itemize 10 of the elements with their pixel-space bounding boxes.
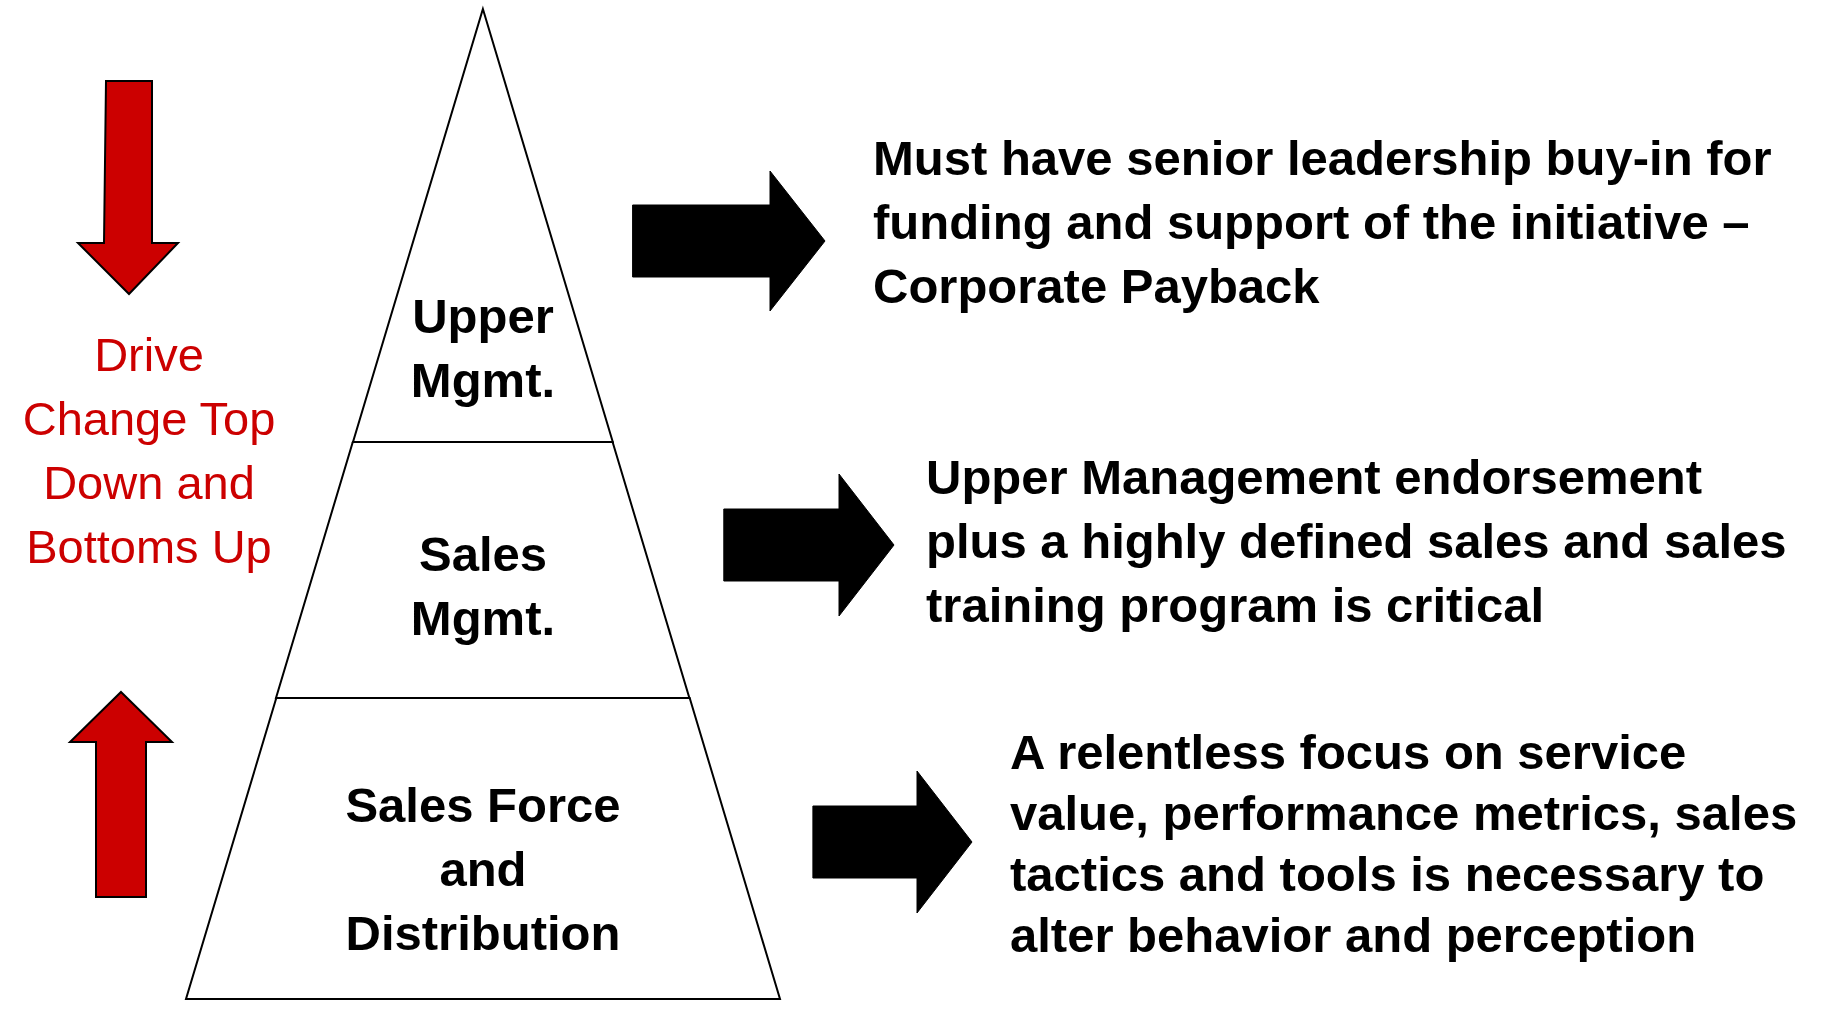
description-text: Upper Management endorsement plus a highly defined sales and sales training program is critical — [926, 450, 1787, 632]
block-arrow — [723, 473, 895, 617]
tier-label: Sales Force and Distribution — [344, 777, 622, 962]
block-arrow — [812, 770, 973, 914]
side-label: Drive Change Top Down and Bottoms Up — [21, 327, 277, 575]
tier-label: Sales Mgmt. — [409, 526, 557, 647]
description-text: Must have senior leadership buy-in for funding and support of the initiative – Corporate Payback — [873, 131, 1772, 313]
tier-label: Upper Mgmt. — [409, 288, 557, 409]
block-arrow — [632, 170, 826, 312]
description-text: A relentless focus on service value, performance metrics, sales tactics and tools is necessary to alter behavior and perception — [1010, 725, 1798, 962]
